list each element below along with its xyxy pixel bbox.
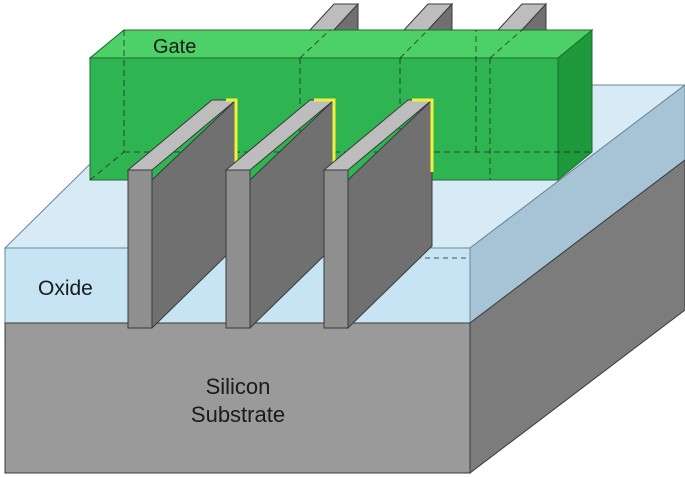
substrate-side-face (469, 159, 685, 475)
fin-3 (322, 98, 434, 330)
fin-1-channel (226, 98, 238, 172)
substrate-block (4, 159, 685, 475)
fin-3-front-face (323, 169, 349, 329)
fin-2-front-face (225, 169, 251, 329)
fin-2 (224, 98, 336, 330)
substrate-label-line1: Silicon (206, 374, 271, 399)
gate-top-visible (88, 29, 594, 59)
oxide-label: Oxide (38, 277, 93, 300)
fin-3-channel (412, 98, 434, 172)
fin-1-front-face (127, 169, 153, 329)
gate-label: Gate (153, 36, 196, 58)
fin-back-group (308, 2, 548, 31)
fin-2-channel (314, 98, 336, 172)
substrate-label-line2: Substrate (191, 402, 285, 427)
fin-1 (126, 98, 238, 330)
substrate-front-face (4, 322, 471, 474)
